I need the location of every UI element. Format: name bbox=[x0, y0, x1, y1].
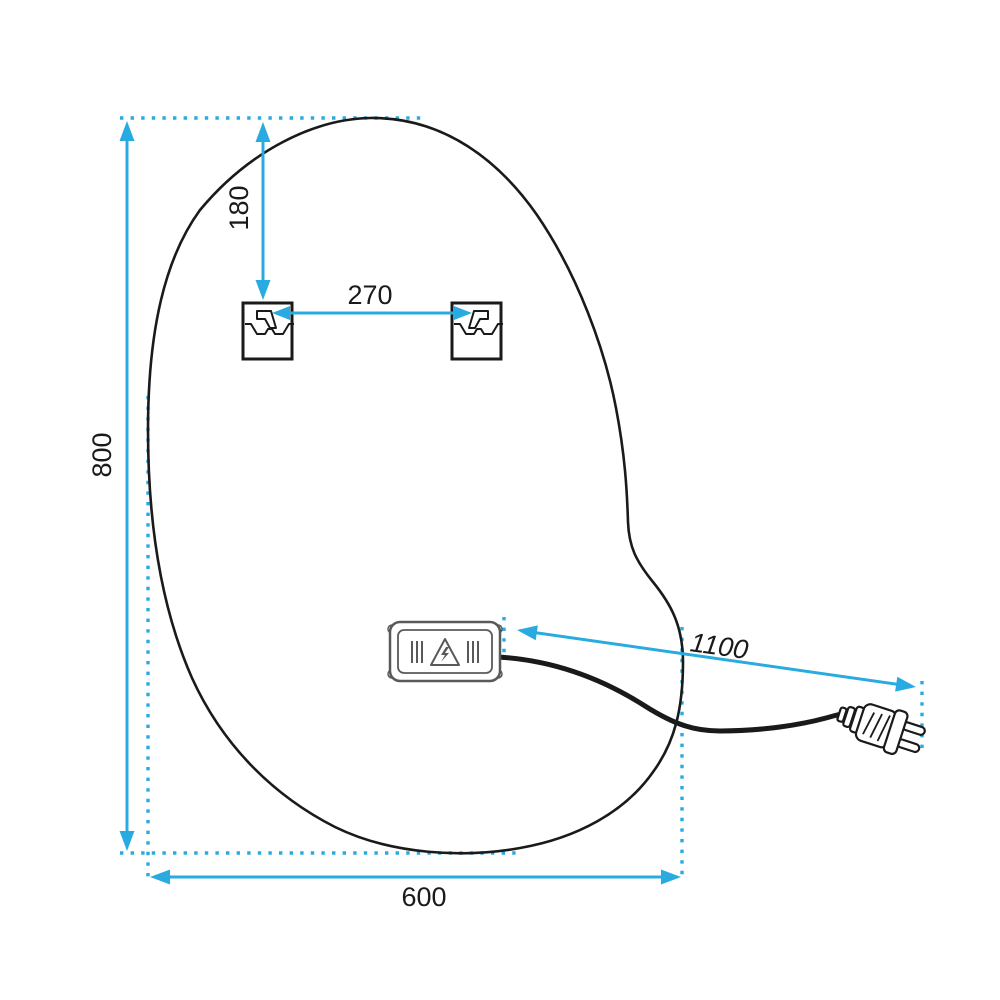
guide-lines bbox=[120, 116, 924, 878]
arrowhead-icon bbox=[272, 306, 290, 320]
arrowhead-icon bbox=[517, 625, 538, 641]
arrowhead-icon bbox=[255, 122, 271, 142]
power-cable bbox=[495, 654, 844, 734]
junction-box bbox=[387, 620, 503, 683]
bracket-hook-icon bbox=[468, 310, 489, 329]
arrowhead-icon bbox=[119, 121, 135, 141]
label-height: 800 bbox=[87, 432, 117, 477]
lightning-bolt-icon bbox=[441, 647, 449, 662]
dimension-arrowheads bbox=[119, 121, 916, 885]
arrowhead-icon bbox=[661, 869, 681, 885]
vent-slots-left bbox=[411, 641, 423, 663]
arrowhead-icon bbox=[150, 869, 170, 885]
plug-body-lines bbox=[862, 712, 891, 742]
mirror-outline bbox=[146, 116, 685, 855]
plug-collar bbox=[882, 709, 909, 755]
label-bracket-spacing: 270 bbox=[347, 280, 392, 310]
arrowhead-icon bbox=[255, 280, 271, 300]
power-plug-icon bbox=[836, 703, 926, 755]
arrowhead-icon bbox=[119, 831, 135, 851]
bracket-hook-icon bbox=[256, 310, 277, 329]
warning-triangle-icon bbox=[430, 638, 460, 666]
arrowhead-icon bbox=[895, 676, 916, 692]
label-bracket-offset: 180 bbox=[224, 185, 254, 230]
dimension-lines bbox=[125, 139, 899, 879]
vent-slots-right bbox=[467, 641, 479, 663]
dimension-line-cable-length bbox=[534, 631, 899, 686]
bracket-ledge bbox=[454, 323, 503, 335]
label-width: 600 bbox=[401, 882, 446, 912]
label-cable-length: 1100 bbox=[688, 627, 750, 665]
arrowhead-icon bbox=[454, 306, 472, 320]
